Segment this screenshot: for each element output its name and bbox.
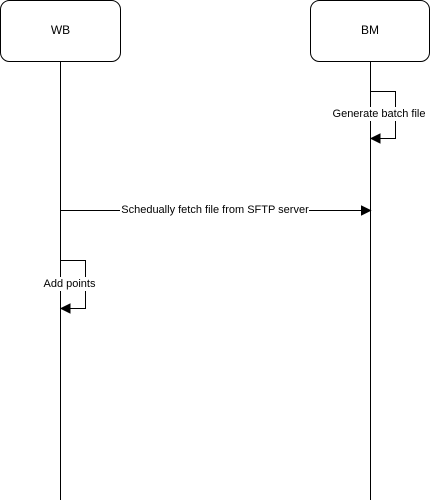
message-generate-batch-file[interactable]: Generate batch file bbox=[332, 91, 426, 144]
participant-label-wb: WB bbox=[51, 23, 70, 37]
message-label-bg bbox=[41, 277, 98, 291]
message-label-bg bbox=[332, 107, 426, 121]
message-add-points[interactable]: Add points bbox=[41, 260, 98, 314]
message-label-points: Add points bbox=[44, 278, 96, 290]
arrowhead-icon bbox=[59, 303, 71, 314]
participant-bm[interactable]: BM bbox=[310, 0, 430, 62]
arrowhead-icon bbox=[369, 133, 381, 144]
participant-label-bm: BM bbox=[361, 23, 379, 37]
participant-box-bm[interactable] bbox=[310, 0, 430, 62]
arrowhead-icon bbox=[361, 205, 372, 216]
message-label-bg bbox=[120, 203, 309, 217]
message-fetch-file[interactable]: Schedually fetch file from SFTP server bbox=[60, 203, 372, 217]
participant-box-wb[interactable] bbox=[0, 0, 121, 62]
participant-wb[interactable]: WB bbox=[0, 0, 121, 62]
message-label-generate: Generate batch file bbox=[333, 108, 426, 120]
message-label-fetch: Schedually fetch file from SFTP server bbox=[121, 204, 309, 216]
